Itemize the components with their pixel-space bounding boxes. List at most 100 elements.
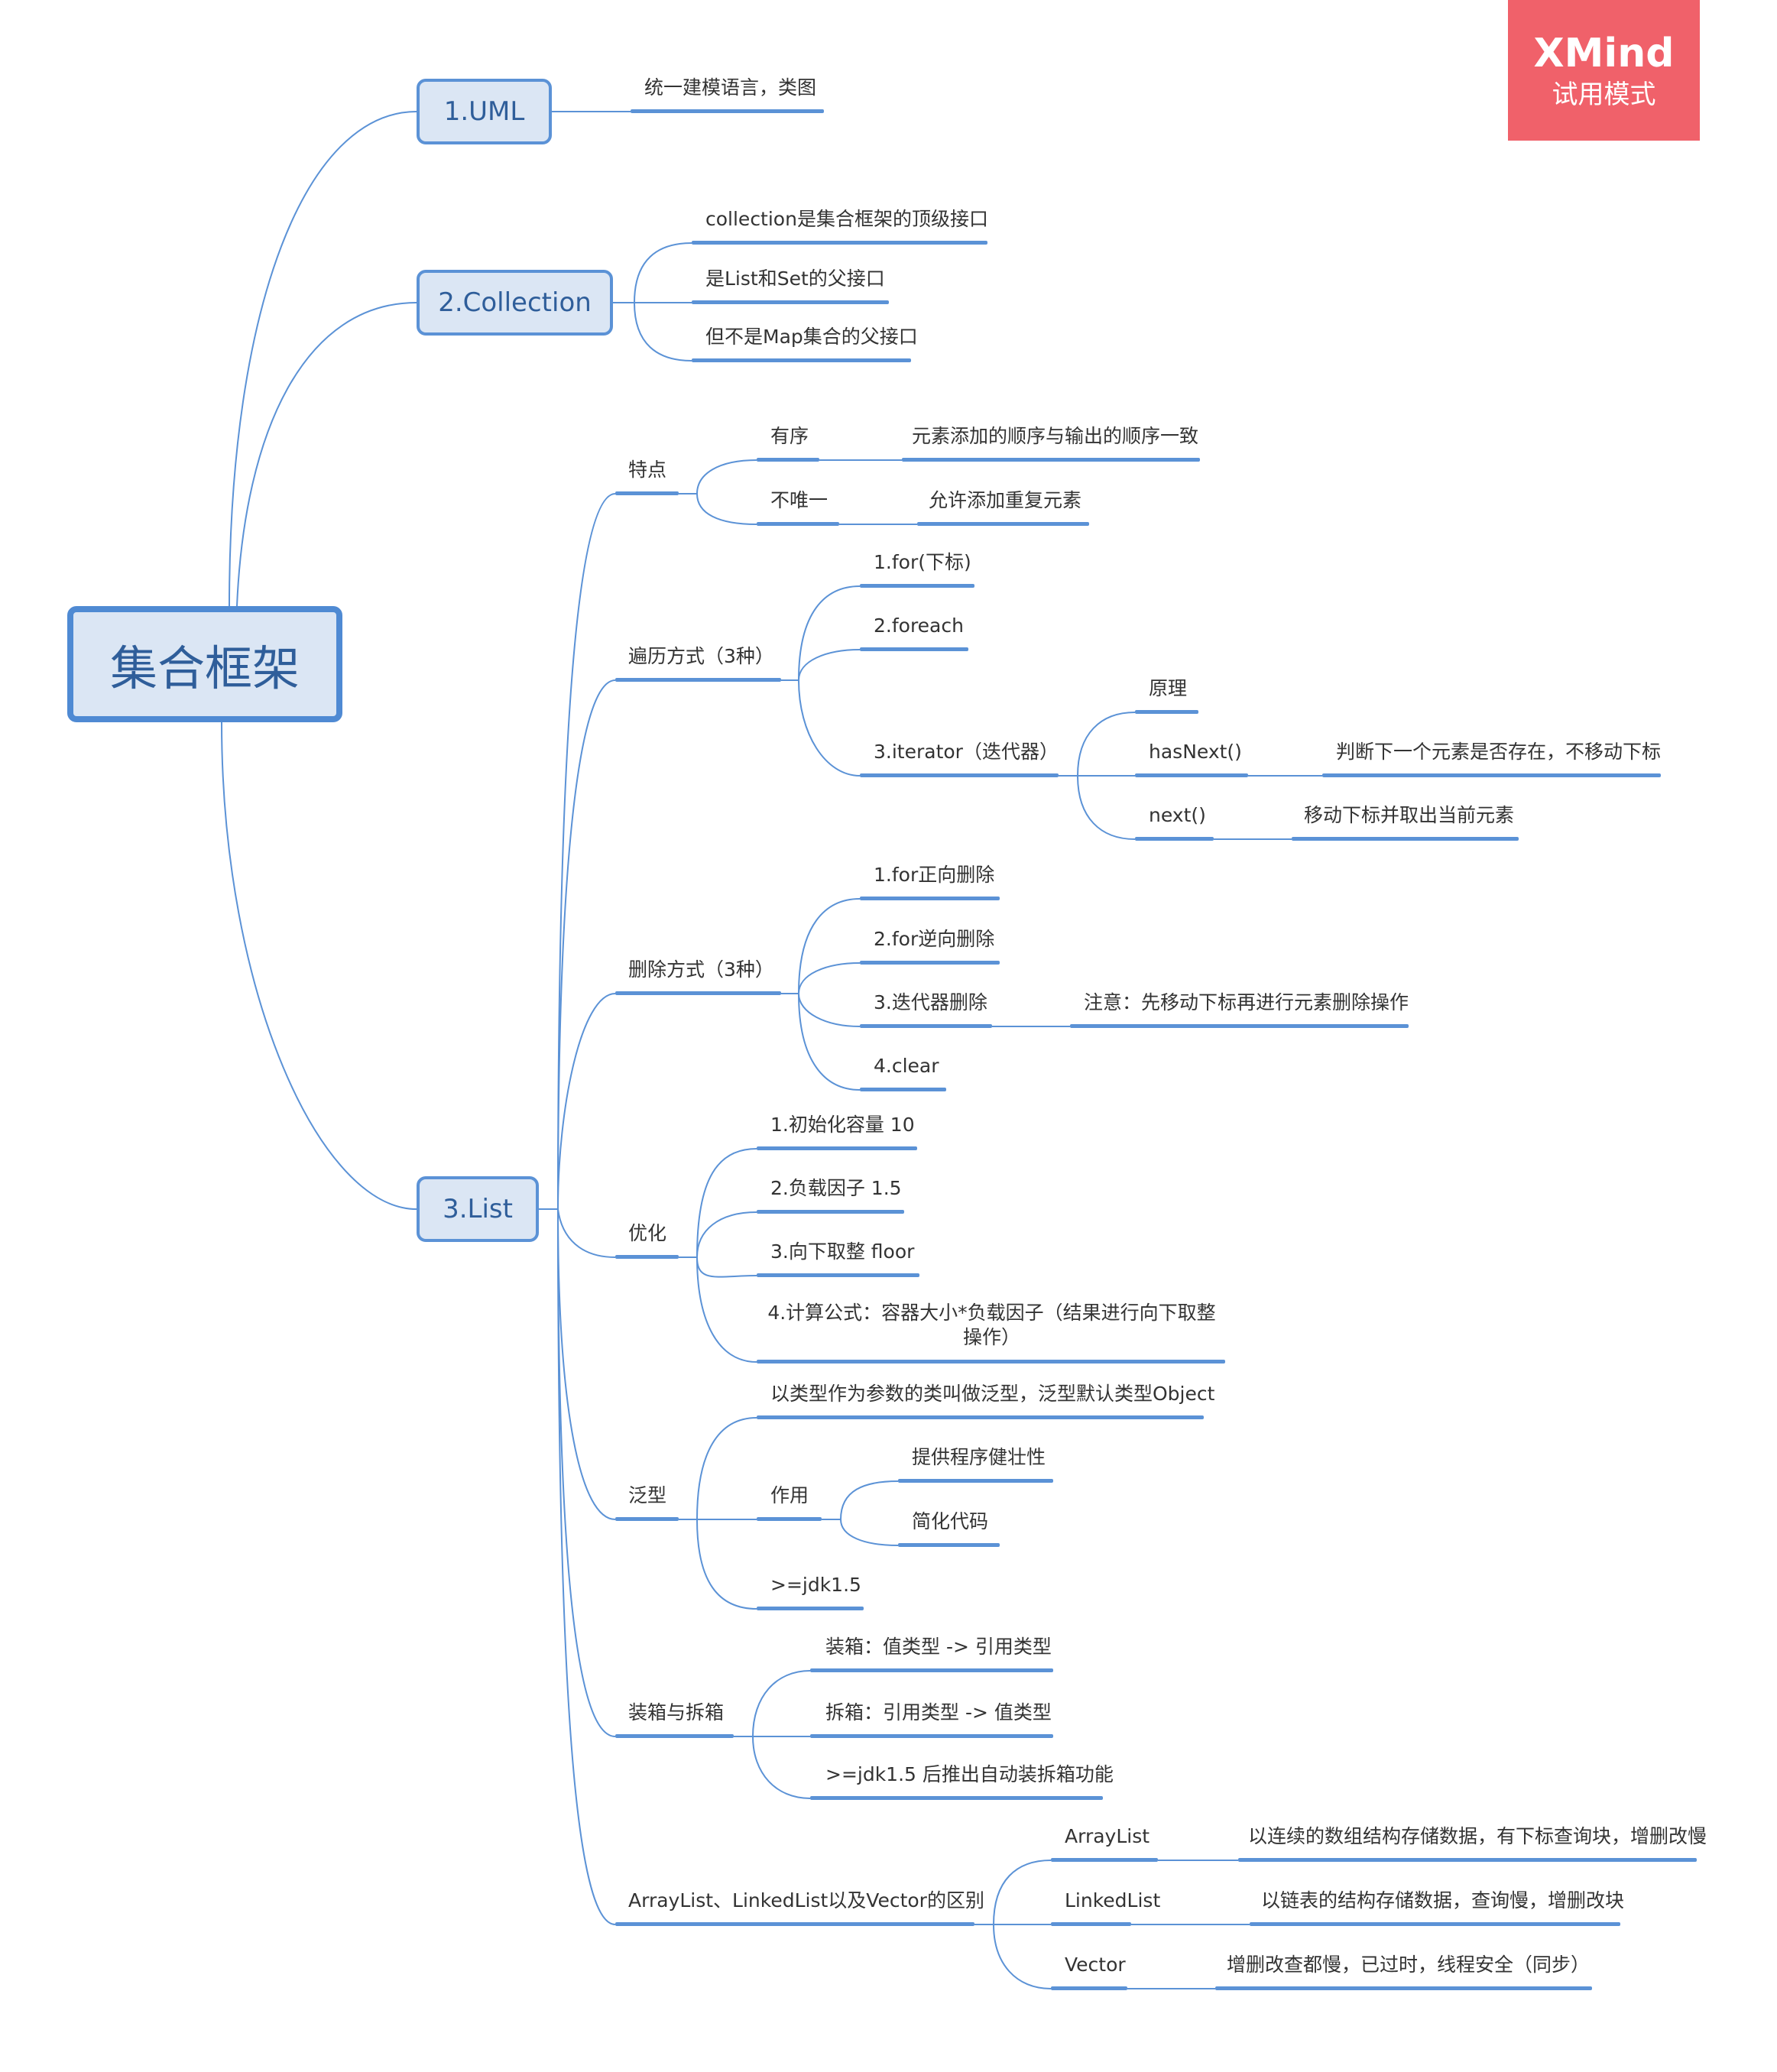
generics-definition[interactable]: 以类型作为参数的类叫做泛型，泛型默认类型Object [770,1382,1214,1406]
optimization-item-1[interactable]: 1.初始化容量 10 [770,1113,915,1137]
deletion-reverse[interactable]: 2.for逆向删除 [874,927,994,952]
optimization-item-3[interactable]: 3.向下取整 floor [770,1240,914,1264]
compare-arraylist-underline [1051,1858,1158,1862]
list-compare[interactable]: ArrayList、LinkedList以及Vector的区别 [628,1889,984,1913]
deletion-iterator-note[interactable]: 注意：先移动下标再进行元素删除操作 [1084,991,1409,1015]
collection-item-1-text: collection是集合框架的顶级接口 [705,208,988,230]
iterator-hasnext-text: hasNext() [1149,741,1242,763]
list-deletion[interactable]: 删除方式（3种） [628,958,774,982]
connector-collection-3 [634,302,692,362]
iterator-principle[interactable]: 原理 [1149,676,1187,701]
boxing-item-2-underline [810,1734,1053,1738]
traversal-for[interactable]: 1.for(下标) [874,550,971,575]
collection-item-1[interactable]: collection是集合框架的顶级接口 [705,207,988,232]
features-notunique[interactable]: 不唯一 [770,488,828,513]
boxing-item-3[interactable]: >=jdk1.5 后推出自动装拆箱功能 [825,1762,1114,1787]
optimization-item-4[interactable]: 4.计算公式：容器大小*负载因子（结果进行向下取整操作） [764,1301,1219,1350]
compare-arraylist[interactable]: ArrayList [1065,1824,1150,1849]
list-optimization-text: 优化 [628,1222,667,1244]
collection-item-2-text: 是List和Set的父接口 [705,268,885,290]
deletion-iterator-note-underline [1070,1024,1409,1028]
iterator-hasnext-underline [1135,773,1248,777]
features-ordered[interactable]: 有序 [770,424,809,449]
list-deletion-underline [615,991,781,995]
linkedlist-detail[interactable]: 以链表的结构存储数据，查询慢，增删改块 [1261,1889,1624,1913]
iterator-next-underline [1135,837,1214,841]
features-ordered-detail[interactable]: 元素添加的顺序与输出的顺序一致 [912,424,1198,449]
purpose-item-2[interactable]: 简化代码 [912,1509,988,1534]
topic-list-label: 3.List [443,1194,513,1224]
traversal-foreach[interactable]: 2.foreach [874,614,964,638]
list-features-text: 特点 [628,459,667,481]
connector-purpose-2 [840,1519,899,1546]
list-traversal-underline [615,678,781,682]
uml-item-underline [631,109,824,113]
collection-item-3[interactable]: 但不是Map集合的父接口 [705,325,918,349]
topic-collection[interactable]: 2.Collection [417,270,613,336]
features-notunique-detail[interactable]: 允许添加重复元素 [929,488,1081,513]
collection-item-3-text: 但不是Map集合的父接口 [705,326,918,348]
list-generics[interactable]: 泛型 [628,1483,666,1508]
next-detail[interactable]: 移动下标并取出当前元素 [1304,803,1514,828]
deletion-iterator-underline [860,1024,992,1028]
optimization-item-4-text: 4.计算公式：容器大小*负载因子（结果进行向下取整操作） [767,1302,1216,1348]
collection-item-2[interactable]: 是List和Set的父接口 [705,267,885,291]
topic-uml[interactable]: 1.UML [417,79,552,144]
purpose-item-1-underline [898,1479,1053,1483]
traversal-iterator[interactable]: 3.iterator（迭代器） [874,740,1059,764]
iterator-hasnext[interactable]: hasNext() [1149,740,1242,764]
list-features[interactable]: 特点 [628,458,666,482]
connector-iterator-principle [1059,712,1136,777]
deletion-forward-underline [860,897,1000,900]
list-boxing[interactable]: 装箱与拆箱 [628,1701,724,1725]
connector-deletion-clear [798,993,861,1091]
optimization-item-2[interactable]: 2.负载因子 1.5 [770,1176,902,1201]
connector-root-collection [236,302,417,607]
connector-box-1 [734,1670,811,1737]
traversal-iterator-underline [860,773,1059,777]
hasnext-detail[interactable]: 判断下一个元素是否存在，不移动下标 [1336,740,1661,764]
arraylist-detail[interactable]: 以连续的数组结构存储数据，有下标查询块，增删改慢 [1248,1824,1707,1849]
compare-arraylist-text: ArrayList [1065,1825,1150,1847]
connector-purpose-1 [822,1480,899,1520]
uml-item[interactable]: 统一建模语言，类图 [644,76,816,100]
list-optimization[interactable]: 优化 [628,1221,666,1246]
root-topic[interactable]: 集合框架 [67,606,342,722]
list-compare-text: ArrayList、LinkedList以及Vector的区别 [628,1889,984,1911]
optimization-item-3-underline [757,1273,919,1277]
generics-purpose-text: 作用 [770,1484,809,1506]
purpose-item-1[interactable]: 提供程序健壮性 [912,1445,1046,1470]
boxing-item-2[interactable]: 拆箱：引用类型 -> 值类型 [825,1701,1052,1725]
vector-detail[interactable]: 增删改查都慢，已过时，线程安全（同步） [1227,1953,1590,1977]
optimization-item-4-underline [757,1360,1225,1363]
boxing-item-1[interactable]: 装箱：值类型 -> 引用类型 [825,1635,1052,1659]
deletion-iterator[interactable]: 3.迭代器删除 [874,991,987,1015]
connector-root-list [221,721,417,1210]
features-ordered-underline [757,458,819,462]
hasnext-detail-text: 判断下一个元素是否存在，不移动下标 [1336,741,1662,763]
connector-opt-1 [679,1148,757,1258]
list-traversal[interactable]: 遍历方式（3种） [628,644,774,669]
connector-opt-2 [696,1211,757,1258]
next-detail-text: 移动下标并取出当前元素 [1304,804,1515,826]
deletion-forward-text: 1.for正向删除 [874,864,995,886]
connector-cmp-arraylist [974,1860,1052,1925]
deletion-forward[interactable]: 1.for正向删除 [874,863,994,887]
iterator-next[interactable]: next() [1149,803,1206,828]
generics-version[interactable]: >=jdk1.5 [770,1573,861,1597]
connector-box-3 [752,1736,811,1799]
iterator-next-text: next() [1149,804,1206,826]
generics-purpose-underline [757,1517,822,1521]
traversal-for-text: 1.for(下标) [874,551,971,573]
generics-definition-underline [757,1415,1204,1419]
compare-linkedlist[interactable]: LinkedList [1065,1889,1160,1913]
optimization-item-3-text: 3.向下取整 floor [770,1240,915,1263]
deletion-reverse-text: 2.for逆向删除 [874,928,995,950]
topic-list[interactable]: 3.List [417,1176,539,1242]
vector-detail-text: 增删改查都慢，已过时，线程安全（同步） [1227,1954,1591,1976]
deletion-clear[interactable]: 4.clear [874,1054,939,1078]
optimization-item-1-underline [757,1146,917,1150]
connector-list-compare [557,1208,616,1925]
generics-purpose[interactable]: 作用 [770,1483,809,1508]
compare-vector[interactable]: Vector [1065,1953,1126,1977]
